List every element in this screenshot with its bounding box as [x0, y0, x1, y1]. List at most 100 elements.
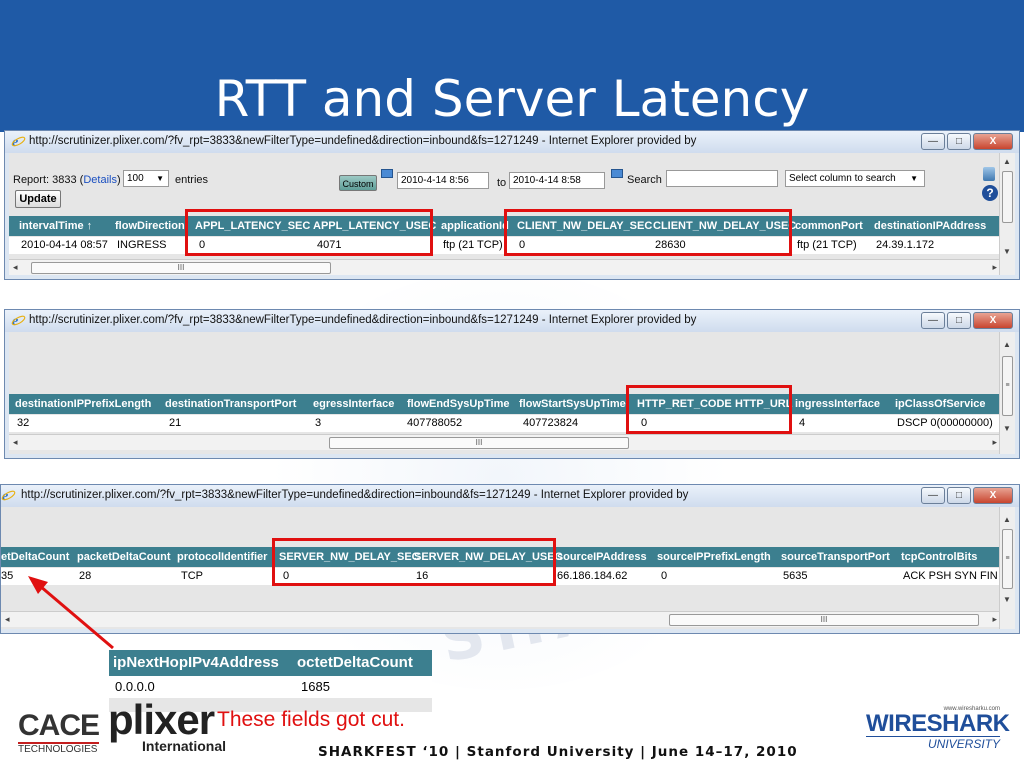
scroll-thumb[interactable]: III: [31, 262, 331, 274]
table-cell: 28630: [655, 239, 686, 251]
column-header[interactable]: ipClassOfService: [895, 398, 986, 410]
vertical-scrollbar[interactable]: ▲ ▼: [999, 153, 1015, 275]
calendar-icon[interactable]: [611, 169, 623, 178]
page-content: destinationIPPrefixLength destinationTra…: [9, 332, 1015, 454]
custom-button[interactable]: Custom: [339, 175, 377, 191]
horizontal-scrollbar[interactable]: ◂ III ▸: [9, 259, 1001, 275]
to-label: to: [497, 177, 507, 189]
table-cell: 407788052: [407, 417, 463, 429]
table-cell: 407723824: [523, 417, 579, 429]
scroll-thumb[interactable]: ≡: [1002, 356, 1013, 416]
scroll-left-icon[interactable]: ◂: [5, 614, 10, 624]
vertical-scrollbar[interactable]: ▲ ≡ ▼: [999, 507, 1015, 629]
plixer-logo: plixer International: [108, 699, 226, 755]
table-row[interactable]: 32 21 3 407788052 407723824 0 4 DSCP 0(0…: [9, 415, 1001, 432]
horizontal-scrollbar[interactable]: ◂ III ▸: [1, 611, 1001, 627]
column-header[interactable]: CLIENT_NW_DELAY_SEC: [517, 220, 653, 232]
scroll-down-icon[interactable]: ▼: [1003, 247, 1011, 256]
scroll-left-icon[interactable]: ◂: [13, 437, 18, 447]
to-date-input[interactable]: 2010-4-14 8:58: [509, 172, 605, 189]
column-header[interactable]: packetDeltaCount: [77, 551, 171, 563]
close-button[interactable]: X: [973, 133, 1013, 150]
column-header[interactable]: tcpControlBits: [901, 551, 978, 563]
column-header[interactable]: HTTP_URL: [735, 398, 793, 410]
feed-icon[interactable]: [983, 167, 995, 181]
column-header[interactable]: flowStartSysUpTime: [519, 398, 626, 410]
scroll-right-icon[interactable]: ▸: [992, 262, 997, 272]
minimize-button[interactable]: —: [921, 312, 945, 329]
column-header[interactable]: SERVER_NW_DELAY_SEC: [279, 551, 420, 563]
scroll-up-icon[interactable]: ▲: [1003, 157, 1011, 166]
minimize-button[interactable]: —: [921, 487, 945, 504]
column-header[interactable]: ingressInterface: [795, 398, 880, 410]
column-header[interactable]: sourceTransportPort: [781, 551, 890, 563]
table-cell: 32: [17, 417, 30, 429]
column-header[interactable]: HTTP_RET_CODE: [637, 398, 732, 410]
help-icon[interactable]: ?: [982, 185, 998, 201]
table-row[interactable]: 35 28 TCP 0 16 66.186.184.62 0 5635 ACK …: [1, 568, 1001, 585]
table-cell: 28: [79, 570, 92, 582]
vertical-scrollbar[interactable]: ▲ ≡ ▼: [999, 332, 1015, 454]
column-header[interactable]: protocolIdentifier: [177, 551, 268, 563]
wireshark-tagline: UNIVERSITY: [866, 736, 1000, 751]
column-header[interactable]: sourceIPAddress: [557, 551, 647, 563]
window-title: http://scrutinizer.plixer.com/?fv_rpt=38…: [29, 135, 697, 147]
scroll-up-icon[interactable]: ▲: [1003, 515, 1011, 524]
grid-header: etDeltaCount packetDeltaCount protocolId…: [1, 547, 1001, 567]
column-header[interactable]: sourceIPPrefixLength: [657, 551, 771, 563]
entries-select[interactable]: 100 ▼: [123, 170, 169, 187]
scroll-left-icon[interactable]: ◂: [13, 262, 18, 272]
update-button[interactable]: Update: [15, 190, 61, 208]
column-header[interactable]: flowDirection: [115, 220, 185, 232]
search-input[interactable]: [666, 170, 778, 187]
maximize-button[interactable]: □: [947, 312, 971, 329]
slide-footer: SHARKFEST ‘10 | Stanford University | Ju…: [318, 744, 798, 760]
close-button[interactable]: X: [973, 487, 1013, 504]
maximize-button[interactable]: □: [947, 133, 971, 150]
column-header[interactable]: commonPort: [795, 220, 863, 232]
table-cell: ftp (21 TCP): [797, 239, 857, 251]
table-cell: 35: [1, 570, 14, 582]
from-date-input[interactable]: 2010-4-14 8:56: [397, 172, 489, 189]
scroll-thumb[interactable]: III: [329, 437, 629, 449]
calendar-icon[interactable]: [381, 169, 393, 178]
column-header[interactable]: destinationIPPrefixLength: [15, 398, 152, 410]
search-label: Search: [627, 174, 662, 186]
column-header[interactable]: intervalTime ↑: [19, 220, 93, 232]
details-link[interactable]: Details: [83, 174, 117, 186]
scroll-thumb[interactable]: [1002, 171, 1013, 223]
minimize-button[interactable]: —: [921, 133, 945, 150]
column-header[interactable]: destinationTransportPort: [165, 398, 297, 410]
column-header[interactable]: destinationIPAddress: [874, 220, 987, 232]
horizontal-scrollbar[interactable]: ◂ III ▸: [9, 434, 1001, 450]
scroll-right-icon[interactable]: ▸: [992, 437, 997, 447]
scroll-down-icon[interactable]: ▼: [1003, 595, 1011, 604]
chevron-down-icon: ▼: [910, 174, 918, 183]
browser-window-3: e http://scrutinizer.plixer.com/?fv_rpt=…: [0, 484, 1020, 634]
highlight-http: [626, 385, 792, 434]
column-header[interactable]: SERVER_NW_DELAY_USEC: [414, 551, 563, 563]
ie-icon: e: [1, 488, 16, 503]
column-header[interactable]: APPL_LATENCY_USEC: [313, 220, 437, 232]
scroll-right-icon[interactable]: ▸: [992, 614, 997, 624]
table-cell: ACK PSH SYN FIN: [903, 570, 998, 582]
table-cell: 0: [199, 239, 206, 251]
maximize-button[interactable]: □: [947, 487, 971, 504]
scroll-down-icon[interactable]: ▼: [1003, 424, 1011, 433]
column-header[interactable]: flowEndSysUpTime: [407, 398, 510, 410]
browser-window-1: e http://scrutinizer.plixer.com/?fv_rpt=…: [4, 130, 1020, 280]
column-header[interactable]: etDeltaCount: [1, 551, 70, 563]
column-header[interactable]: CLIENT_NW_DELAY_USEC: [653, 220, 797, 232]
table-cell: 21: [169, 417, 182, 429]
scroll-thumb[interactable]: III: [669, 614, 979, 626]
column-header[interactable]: egressInterface: [313, 398, 395, 410]
title-bar: e http://scrutinizer.plixer.com/?fv_rpt=…: [1, 485, 1019, 507]
column-header[interactable]: applicationId: [441, 220, 509, 232]
scroll-thumb[interactable]: ≡: [1002, 529, 1013, 589]
table-cell: 66.186.184.62: [557, 570, 628, 582]
column-header[interactable]: APPL_LATENCY_SEC: [195, 220, 311, 232]
close-button[interactable]: X: [973, 312, 1013, 329]
column-select[interactable]: Select column to search▼: [785, 170, 925, 187]
scroll-up-icon[interactable]: ▲: [1003, 340, 1011, 349]
svg-text:e: e: [2, 488, 8, 503]
